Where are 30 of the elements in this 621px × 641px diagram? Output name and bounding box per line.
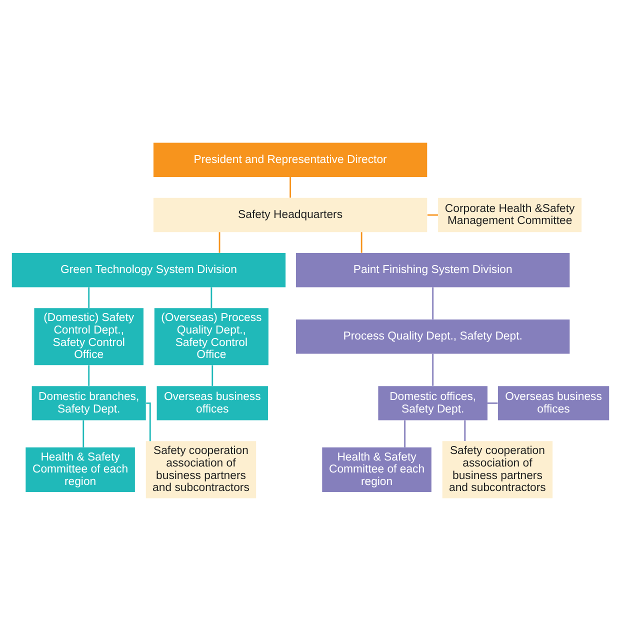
connector bbox=[210, 287, 212, 308]
connector bbox=[88, 287, 90, 308]
node-box: Overseas business offices bbox=[498, 386, 610, 420]
connector bbox=[432, 287, 434, 320]
connector bbox=[404, 420, 406, 448]
node-box: Overseas business offices bbox=[156, 386, 268, 420]
connector bbox=[360, 232, 362, 253]
node-box: (Domestic) Safety Control Dept., Safety Control Office bbox=[34, 308, 144, 366]
connector bbox=[88, 365, 90, 386]
connector bbox=[290, 177, 292, 198]
node-box: Safety Headquarters bbox=[153, 198, 428, 232]
node-box: Domestic branches, Safety Dept. bbox=[32, 386, 146, 420]
node-box: President and Representative Director bbox=[153, 142, 428, 177]
node-box: Process Quality Dept., Safety Dept. bbox=[296, 320, 570, 354]
node-box: Health & Safety Committee of each region bbox=[322, 447, 432, 492]
node-box: Safety cooperation association of business partners and subcontractors bbox=[146, 441, 256, 498]
node-box: Domestic offices, Safety Dept. bbox=[378, 386, 488, 420]
node-box: Health & Safety Committee of each region bbox=[26, 447, 135, 492]
connector bbox=[427, 214, 438, 216]
connector bbox=[218, 232, 220, 253]
connector bbox=[488, 402, 498, 404]
node-box: Corporate Health &Safety Management Committee bbox=[438, 198, 582, 232]
connector bbox=[82, 420, 84, 448]
connector bbox=[432, 354, 434, 386]
node-box: Paint Finishing System Division bbox=[296, 253, 570, 288]
connector bbox=[464, 420, 466, 441]
connector bbox=[212, 365, 214, 386]
node-box: Green Technology System Division bbox=[12, 253, 286, 288]
node-box: Safety cooperation association of business partners and subcontractors bbox=[442, 441, 553, 498]
node-box: (Overseas) Process Quality Dept., Safety Control Office bbox=[154, 308, 268, 366]
